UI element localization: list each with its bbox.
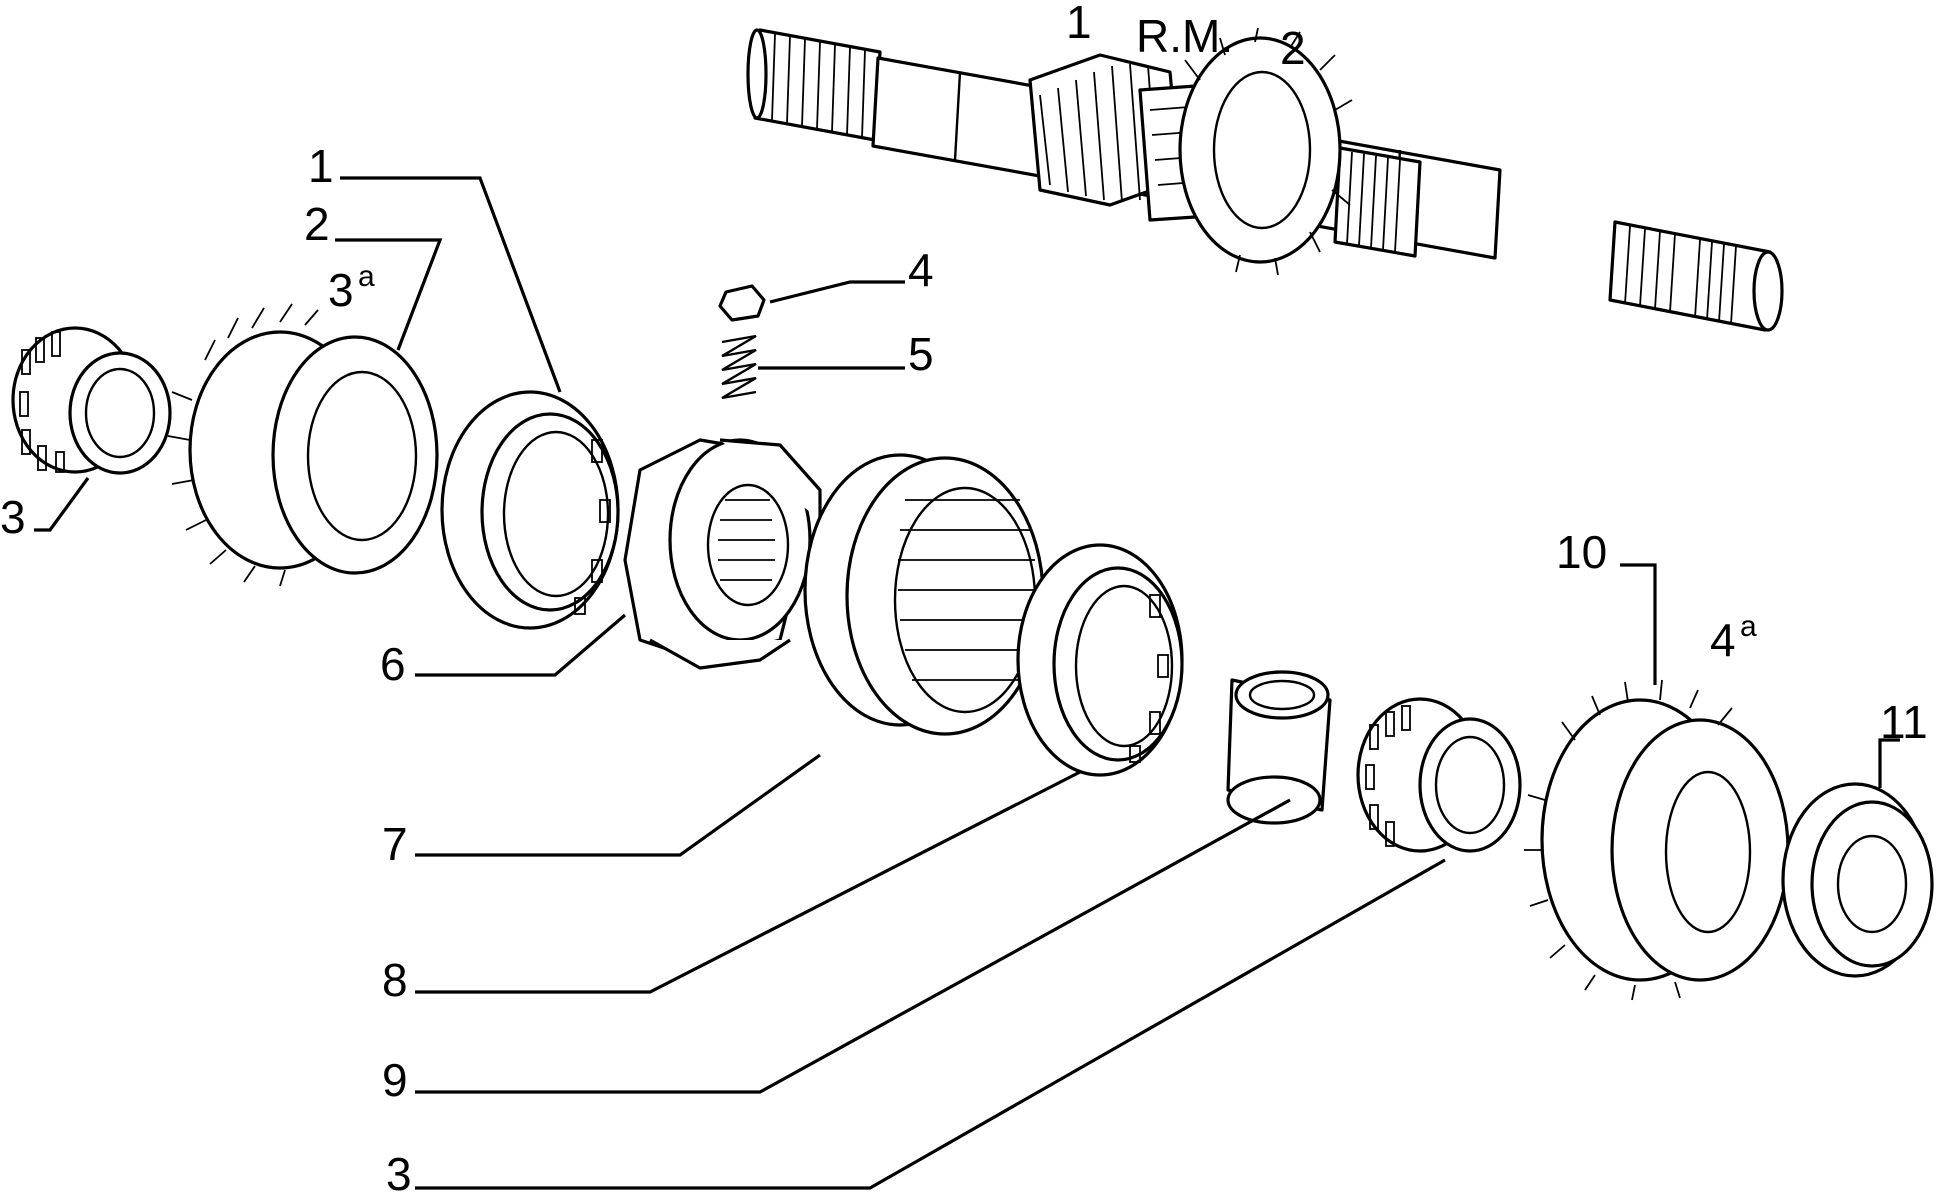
label-1: 1: [308, 140, 334, 192]
label-11: 11: [1880, 696, 1928, 748]
detent-plunger: [718, 284, 766, 322]
main-shaft: [746, 27, 1784, 332]
detent-spring: [721, 334, 757, 400]
thrust-washer: [1781, 782, 1934, 978]
label-gear-2-top: 2: [1280, 22, 1306, 74]
synchro-ring-left: [440, 390, 620, 630]
label-3-left: 3: [0, 491, 26, 543]
label-reverse: R.M.: [1136, 10, 1233, 62]
synchro-ring-right: [1016, 543, 1184, 777]
label-8: 8: [382, 954, 408, 1006]
label-4: 4: [908, 244, 934, 296]
bushing: [1226, 670, 1332, 825]
needle-bearing-left: [11, 326, 172, 475]
label-9: 9: [382, 1054, 408, 1106]
label-7: 7: [382, 818, 408, 870]
label-gear-1-top: 1: [1066, 0, 1092, 48]
synchro-sleeve: [803, 453, 1045, 736]
label-10: 10: [1556, 526, 1607, 578]
label-5: 5: [908, 328, 934, 380]
label-4a-superscript: a: [1740, 610, 1757, 643]
label-3-bottom: 3: [386, 1148, 412, 1192]
label-6: 6: [380, 638, 406, 690]
synchro-hub: [623, 438, 822, 670]
needle-bearing-right: [1356, 697, 1522, 853]
label-4a: 4: [1710, 614, 1736, 666]
label-3a: 3: [328, 264, 354, 316]
fourth-speed-gear: [1524, 679, 1790, 1001]
label-2: 2: [304, 198, 330, 250]
third-speed-gear: [167, 303, 439, 587]
leader-lines: [34, 176, 1900, 1190]
label-3a-superscript: a: [358, 260, 375, 293]
